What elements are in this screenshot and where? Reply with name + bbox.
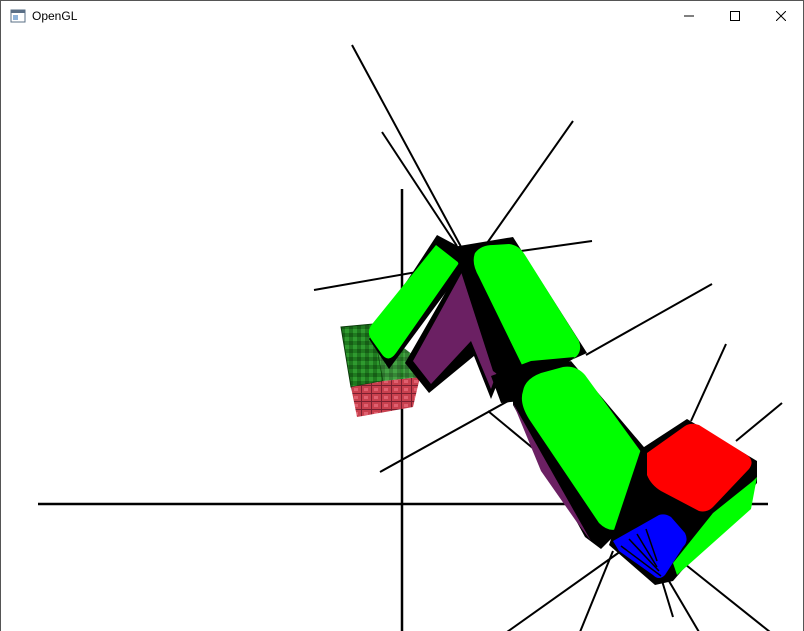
colored-cube <box>609 419 757 585</box>
maximize-icon <box>730 11 740 21</box>
arm-segment-top <box>453 237 587 386</box>
close-icon <box>776 11 786 21</box>
ray-line <box>690 343 727 422</box>
ray-line <box>680 560 771 631</box>
ray-line <box>351 44 467 257</box>
scene-canvas <box>38 44 783 631</box>
ray-line <box>579 550 614 631</box>
ray-line <box>585 283 713 356</box>
ray-line <box>665 575 700 631</box>
ray-line <box>520 240 593 252</box>
ray-line <box>484 120 574 247</box>
maximize-button[interactable] <box>712 1 758 31</box>
title-bar[interactable]: OpenGL <box>1 1 803 31</box>
ray-line <box>381 131 458 247</box>
window-title: OpenGL <box>32 9 78 23</box>
ray-line <box>379 395 518 473</box>
opengl-viewport[interactable] <box>1 31 803 631</box>
minimize-icon <box>684 15 694 17</box>
minimize-button[interactable] <box>666 1 712 31</box>
ray-line <box>735 402 783 442</box>
close-button[interactable] <box>758 1 804 31</box>
ray-line <box>506 550 622 631</box>
arm-segment-left <box>368 235 504 399</box>
app-window-icon <box>10 9 26 23</box>
